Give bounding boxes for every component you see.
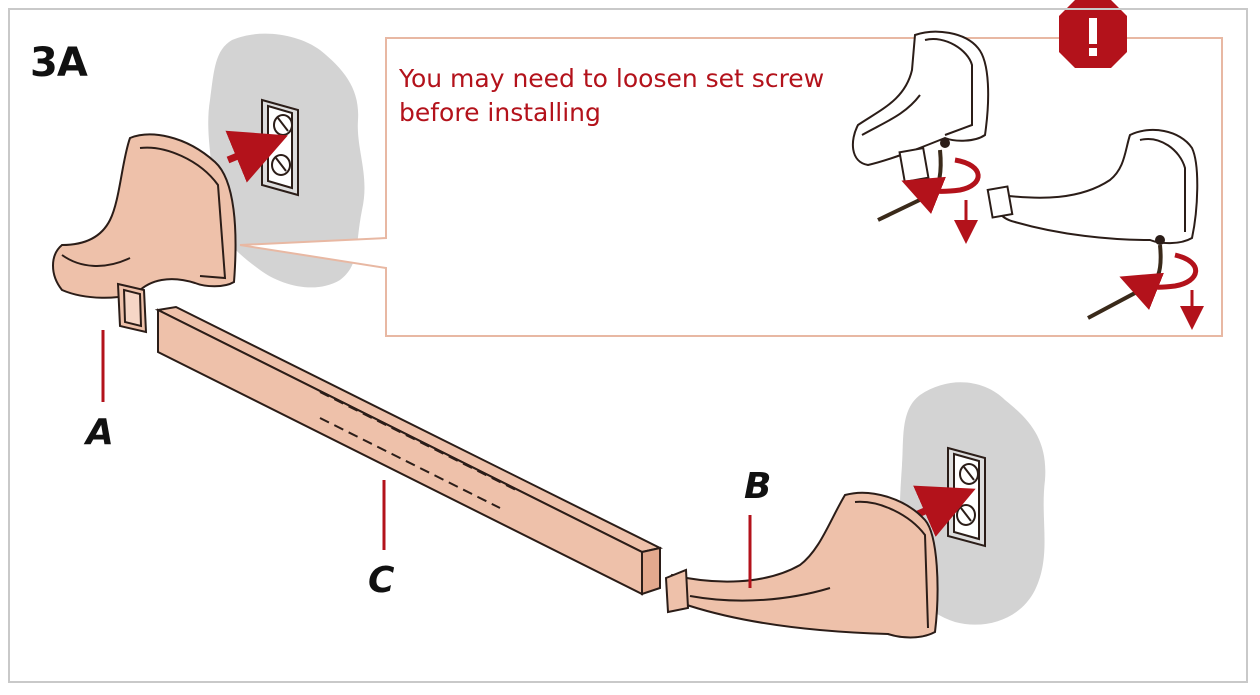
post-b bbox=[664, 491, 939, 639]
rotate-arrow-icon-2 bbox=[1119, 252, 1199, 310]
callout-note: You may need to loosen set screw before … bbox=[399, 64, 825, 127]
label-b: B bbox=[744, 466, 772, 507]
hex-key-2 bbox=[1087, 244, 1204, 330]
label-a: A bbox=[86, 412, 114, 453]
step-number: 3A bbox=[30, 40, 88, 86]
post-a bbox=[52, 133, 237, 334]
arrow-to-plate-right bbox=[913, 485, 976, 537]
arrow-to-plate-left bbox=[225, 130, 288, 183]
hex-key-1 bbox=[877, 149, 981, 244]
bar-c bbox=[154, 305, 663, 596]
label-c: C bbox=[368, 560, 395, 601]
diagram-frame bbox=[8, 8, 1248, 683]
exclamation-octagon-icon bbox=[1059, 0, 1127, 68]
detail-post-1 bbox=[851, 30, 990, 184]
rotate-arrow-icon-1 bbox=[901, 157, 981, 214]
detail-post-2 bbox=[986, 128, 1199, 245]
